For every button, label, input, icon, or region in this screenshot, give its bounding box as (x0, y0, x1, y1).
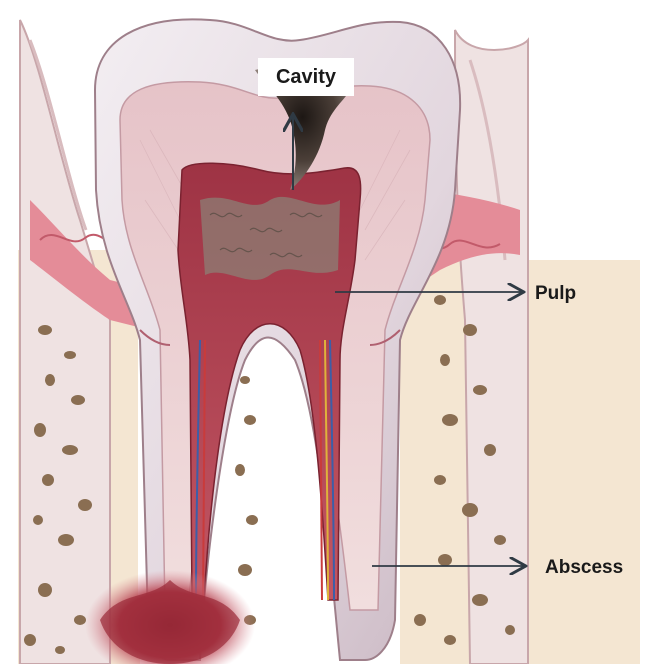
pulp-label: Pulp (535, 283, 576, 304)
abscess-label: Abscess (545, 557, 623, 578)
cavity-label: Cavity (276, 66, 337, 88)
